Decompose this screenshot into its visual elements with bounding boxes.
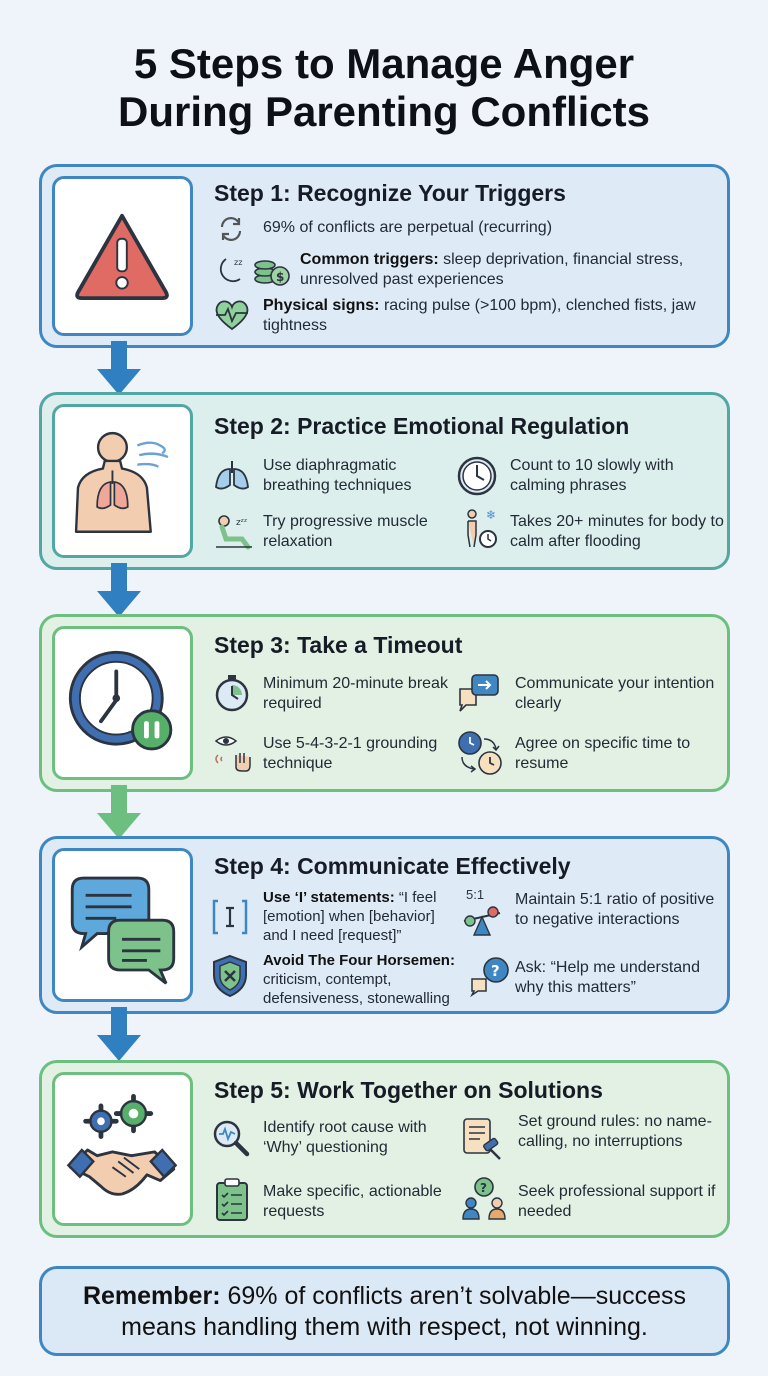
remember-box: Remember: 69% of conflicts aren’t solvab… <box>39 1266 730 1356</box>
step-2-item-2: Count to 10 slowly with calming phrases <box>510 457 674 494</box>
step-5-icon-box <box>52 1072 193 1226</box>
remember-text: 69% of conflicts aren’t solvable—success… <box>121 1282 687 1341</box>
step-2-item-4: Takes 20+ minutes for body to calm after… <box>510 513 724 550</box>
warning-triangle-icon <box>75 213 169 301</box>
step-1-icon-box <box>52 176 193 336</box>
step-4-item-4: Ask: “Help me understand why this matter… <box>515 959 700 996</box>
step-1-card: Step 1: Recognize Your Triggers 69% of c… <box>39 164 730 348</box>
step-1-item-2: Common triggers: sleep deprivation, fina… <box>300 251 684 288</box>
person-timer-icon: ❄ <box>467 508 497 548</box>
svg-text:zᶻᶻ: zᶻᶻ <box>236 518 247 528</box>
remember-label: Remember: <box>82 1282 221 1310</box>
step-5-item-3: Make specific, actionable requests <box>263 1183 442 1220</box>
step-3-title: Step 3: Take a Timeout <box>214 632 463 658</box>
step-2-card: Step 2: Practice Emotional Regulation Us… <box>39 392 730 570</box>
step-3-item-2: Communicate your intention clearly <box>515 675 715 712</box>
step-4-card: Step 4: Communicate Effectively Use ‘I’ … <box>39 836 730 1014</box>
down-arrow-2 <box>97 563 141 617</box>
step-1-item-3: Physical signs: racing pulse (>100 bpm),… <box>263 297 696 334</box>
svg-text:❄: ❄ <box>486 508 496 522</box>
i-statement-icon <box>212 899 248 935</box>
step-3-item-3: Use 5-4-3-2-1 grounding technique <box>263 735 438 772</box>
down-arrow-1 <box>97 341 141 395</box>
step-2-icon-box <box>52 404 193 558</box>
step-5-item-4: Seek professional support if needed <box>518 1183 716 1220</box>
clock-icon <box>457 456 497 496</box>
title-line-1: 5 Steps to Manage Anger <box>133 40 635 87</box>
step-5-item-1: Identify root cause with ‘Why’ questioni… <box>263 1119 427 1156</box>
step-2-title: Step 2: Practice Emotional Regulation <box>214 413 630 439</box>
refresh-icon <box>220 217 242 241</box>
down-arrow-4 <box>97 1007 141 1061</box>
step-2-item-1: Use diaphragmatic breathing techniques <box>263 457 412 494</box>
step-4-title: Step 4: Communicate Effectively <box>214 853 571 879</box>
stopwatch-icon <box>215 675 249 712</box>
step-4-item-1: Use ‘I’ statements: “I feel [emotion] wh… <box>263 889 437 944</box>
moon-sleep-icon: zz <box>219 258 242 283</box>
svg-text:?: ? <box>491 962 500 980</box>
step-5-item-2: Set ground rules: no name-calling, no in… <box>518 1113 712 1150</box>
step-3-item-1: Minimum 20-minute break required <box>263 675 448 712</box>
checklist-icon <box>216 1178 248 1221</box>
svg-text:?: ? <box>480 1181 487 1195</box>
ratio-label: 5:1 <box>466 887 485 902</box>
step-3-icon-box <box>52 626 193 780</box>
step-4-item-2: Maintain 5:1 ratio of positive to negati… <box>515 891 715 928</box>
heart-pulse-icon <box>215 300 249 331</box>
rules-gavel-icon <box>463 1118 501 1160</box>
magnifier-icon <box>213 1120 250 1157</box>
body-lungs-icon <box>74 431 169 533</box>
step-1-item-1: 69% of conflicts are perpetual (recurrin… <box>263 219 553 236</box>
step-3-card: Step 3: Take a Timeout Minimum 20-minute… <box>39 614 730 792</box>
handshake-gears-icon <box>66 1093 178 1196</box>
svg-text:zz: zz <box>234 258 242 267</box>
speech-arrow-icon <box>459 674 499 712</box>
down-arrow-3 <box>97 785 141 839</box>
step-1-title: Step 1: Recognize Your Triggers <box>214 180 566 206</box>
svg-text:$: $ <box>276 270 284 284</box>
chat-bubbles-icon <box>70 876 176 985</box>
shield-x-icon <box>213 954 247 998</box>
lungs-icon <box>215 461 249 490</box>
relaxing-person-icon: zᶻᶻ <box>216 515 252 550</box>
question-bubble-icon: ? <box>470 957 509 997</box>
step-4-item-3: Avoid The Four Horsemen: criticism, cont… <box>263 952 455 1007</box>
page-title: 5 Steps to Manage Anger During Parenting… <box>0 40 768 136</box>
senses-grounding-icon <box>214 736 251 772</box>
money-coins-icon: $ <box>254 260 290 286</box>
step-5-card: Step 5: Work Together on Solutions Ident… <box>39 1060 730 1238</box>
professional-support-icon: ? <box>462 1177 506 1220</box>
step-4-icon-box <box>52 848 193 1002</box>
clock-pause-icon <box>68 650 173 751</box>
step-2-item-3: Try progressive muscle relaxation <box>263 513 428 550</box>
balance-scale-icon <box>463 906 501 936</box>
title-line-2: During Parenting Conflicts <box>117 88 650 135</box>
step-5-title: Step 5: Work Together on Solutions <box>214 1077 603 1103</box>
clock-reschedule-icon <box>458 731 502 775</box>
step-3-item-4: Agree on specific time to resume <box>515 735 691 772</box>
